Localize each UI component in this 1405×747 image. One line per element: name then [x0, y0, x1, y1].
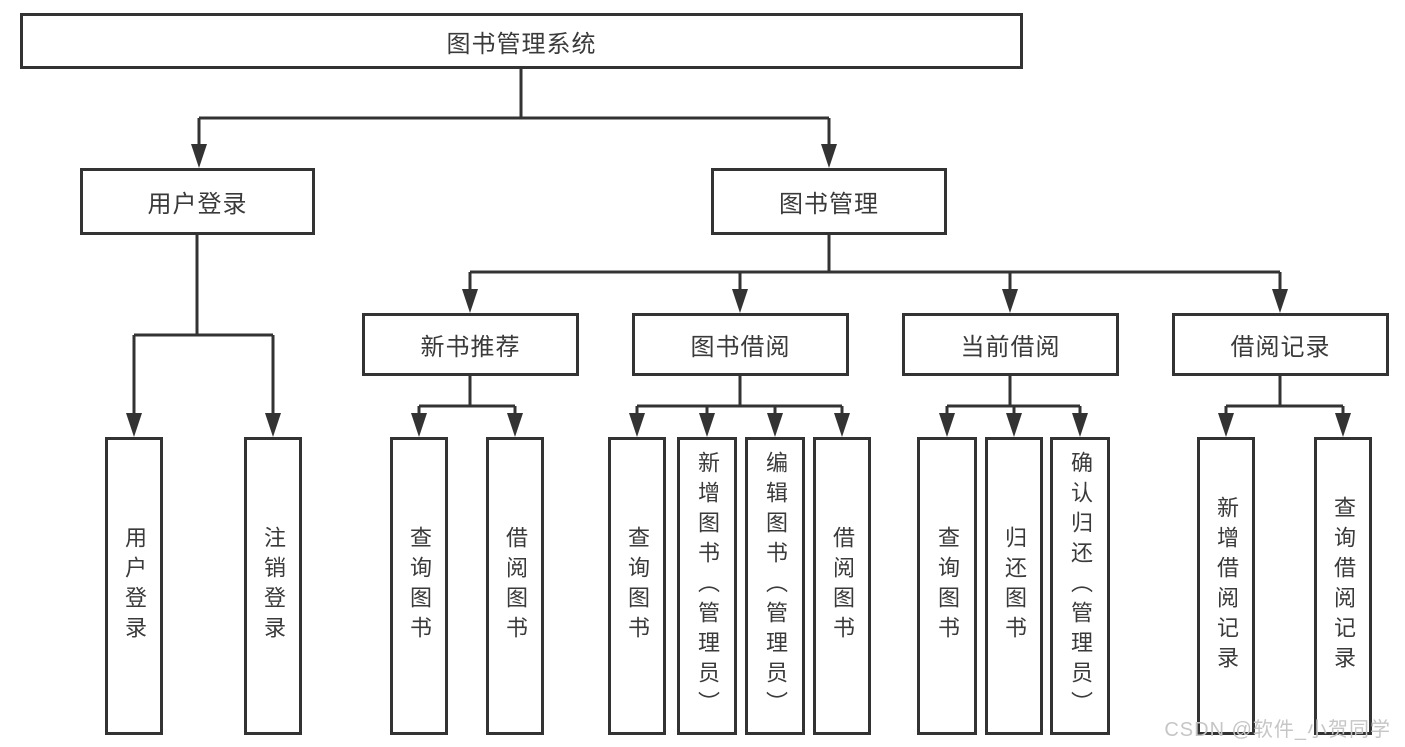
- node-label: 当前借阅: [960, 334, 1061, 361]
- node-label: 新书推荐: [420, 334, 521, 361]
- node-label: 借阅图书: [830, 526, 855, 646]
- connector-root-to-branches: [197, 69, 831, 146]
- leaf-query-books: 查询图书: [917, 437, 977, 735]
- arrow-down-icon: [629, 413, 645, 437]
- arrow-down-icon: [507, 413, 523, 437]
- node-label: 查询借阅记录: [1331, 496, 1356, 676]
- connector-newbooks-to-leaves: [417, 376, 517, 415]
- leaf-logout: 注销登录: [244, 437, 302, 735]
- arrow-down-icon: [834, 413, 850, 437]
- node-label: 确认归还（管理员）: [1068, 451, 1093, 721]
- node-label: 查询图书: [935, 526, 960, 646]
- arrow-down-icon: [191, 144, 207, 168]
- node-label: 图书管理系统: [446, 30, 597, 58]
- node-label: 借阅图书: [503, 526, 528, 646]
- node-borrowing-records: 借阅记录: [1172, 313, 1389, 376]
- leaf-return-books: 归还图书: [985, 437, 1043, 735]
- node-label: 图书借阅: [690, 334, 791, 361]
- node-new-book-recommend: 新书推荐: [362, 313, 579, 376]
- leaf-query-borrow-record: 查询借阅记录: [1314, 437, 1372, 735]
- csdn-watermark: CSDN @软件_小贺同学: [1164, 719, 1391, 741]
- node-label: 注销登录: [261, 526, 286, 646]
- node-label: 查询图书: [407, 526, 432, 646]
- arrow-down-icon: [821, 144, 837, 168]
- arrow-down-icon: [767, 413, 783, 437]
- node-label: 归还图书: [1002, 526, 1027, 646]
- node-label: 用户登录: [147, 191, 248, 218]
- node-label: 借阅记录: [1230, 334, 1331, 361]
- node-label: 用户登录: [122, 526, 147, 646]
- node-system-root: 图书管理系统: [20, 13, 1023, 69]
- connector-mgmt-to-modules: [468, 235, 1282, 291]
- leaf-query-books: 查询图书: [608, 437, 666, 735]
- node-book-management-branch: 图书管理: [711, 168, 947, 235]
- arrow-down-icon: [462, 289, 478, 313]
- connector-login-to-leaves: [132, 235, 275, 415]
- leaf-borrow-books: 借阅图书: [813, 437, 871, 735]
- node-label: 新增图书（管理员）: [695, 451, 720, 721]
- leaf-add-books-admin: 新增图书（管理员）: [677, 437, 737, 735]
- arrow-down-icon: [939, 413, 955, 437]
- leaf-borrow-books: 借阅图书: [486, 437, 544, 735]
- arrow-down-icon: [732, 289, 748, 313]
- leaf-confirm-return-admin: 确认归还（管理员）: [1050, 437, 1110, 735]
- node-current-borrowing: 当前借阅: [902, 313, 1119, 376]
- arrow-down-icon: [1006, 413, 1022, 437]
- arrow-down-icon: [265, 413, 281, 437]
- arrow-down-icon: [411, 413, 427, 437]
- arrow-down-icon: [1272, 289, 1288, 313]
- leaf-edit-books-admin: 编辑图书（管理员）: [745, 437, 805, 735]
- connector-borrow-to-leaves: [635, 376, 844, 415]
- arrow-down-icon: [1335, 413, 1351, 437]
- node-book-borrowing: 图书借阅: [632, 313, 849, 376]
- arrow-down-icon: [1072, 413, 1088, 437]
- node-label: 新增借阅记录: [1214, 496, 1239, 676]
- node-label: 图书管理: [779, 191, 879, 218]
- connector-current-to-leaves: [945, 376, 1082, 415]
- connector-records-to-leaves: [1224, 376, 1345, 415]
- leaf-add-borrow-record: 新增借阅记录: [1197, 437, 1255, 735]
- arrow-down-icon: [126, 413, 142, 437]
- node-user-login-branch: 用户登录: [80, 168, 315, 235]
- leaf-user-login: 用户登录: [105, 437, 163, 735]
- node-label: 查询图书: [625, 526, 650, 646]
- arrow-down-icon: [699, 413, 715, 437]
- leaf-query-books: 查询图书: [390, 437, 448, 735]
- arrow-down-icon: [1002, 289, 1018, 313]
- arrow-down-icon: [1218, 413, 1234, 437]
- node-label: 编辑图书（管理员）: [763, 451, 788, 721]
